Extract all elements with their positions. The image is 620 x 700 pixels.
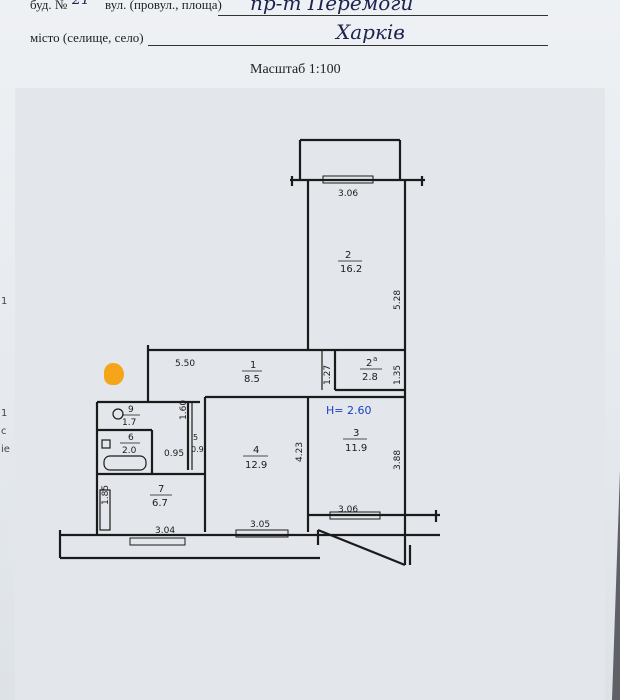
- room-area: 2.8: [362, 372, 378, 383]
- dim-bath-width: 0.95: [164, 449, 184, 459]
- room-number: 4: [253, 445, 259, 456]
- room-area: 8.5: [244, 374, 260, 385]
- dim-pantry: 1.35: [393, 365, 403, 385]
- redaction-marker: [104, 363, 124, 385]
- dim-corridor-width: 1.27: [323, 365, 333, 385]
- window-kitchen: [129, 537, 186, 546]
- room-area: 2.0: [122, 446, 137, 456]
- street-underline: [218, 15, 548, 16]
- room-number: 6: [128, 433, 134, 443]
- fixtures: [99, 350, 323, 531]
- lower-balcony-slant: [317, 528, 406, 567]
- dim-kitchen-length: 3.04: [155, 526, 175, 536]
- room-number: 3: [353, 428, 359, 439]
- labels: 3.06 5.28 5.50 1.27 1.35 1.60 0.95 4.23 …: [101, 189, 403, 536]
- room-number: 9: [128, 405, 134, 415]
- edge-mark: с: [1, 426, 7, 437]
- dim-room2-length: 5.28: [393, 290, 403, 310]
- room-number: 2: [366, 358, 372, 369]
- stove: [99, 489, 111, 531]
- edge-mark: ie: [1, 444, 10, 455]
- sink: [101, 439, 111, 449]
- city-label: місто (селище, село): [30, 30, 144, 45]
- room-area: 12.9: [245, 460, 267, 471]
- edge-mark: 1: [1, 296, 8, 307]
- room-number-suffix: а: [373, 355, 377, 363]
- room-number: 1: [250, 360, 256, 371]
- room-area: 1.7: [122, 418, 136, 428]
- windows: [129, 175, 381, 546]
- plan-area: [15, 88, 605, 700]
- walls: [58, 138, 440, 567]
- street-value: пр-т Перемоги: [250, 0, 414, 15]
- window-room2: [322, 175, 374, 184]
- window-room3: [329, 511, 381, 520]
- room-number: 5: [193, 433, 198, 442]
- room-area: 0.9: [191, 445, 204, 454]
- dim-room3-width: 3.06: [338, 505, 358, 515]
- ceiling-height-label: H= 2.60: [326, 404, 371, 417]
- dim-room3-length: 3.88: [393, 450, 403, 470]
- city-underline: [148, 45, 548, 46]
- city-value: Харків: [336, 20, 405, 44]
- dim-corridor-length: 5.50: [175, 359, 195, 369]
- window-room4: [235, 529, 289, 538]
- room-area: 16.2: [340, 264, 362, 275]
- room-area: 6.7: [152, 498, 168, 509]
- edge-mark: 1: [1, 408, 8, 419]
- street-label: вул. (провул., площа): [105, 0, 222, 12]
- room-number: 2: [345, 250, 351, 261]
- dim-wc: 1.60: [179, 400, 189, 420]
- bathtub: [103, 455, 147, 471]
- dim-room4-width: 3.05: [250, 520, 270, 530]
- dim-room2-width: 3.06: [338, 189, 358, 199]
- dim-room4-length: 4.23: [295, 442, 305, 462]
- building-number: 21: [72, 0, 90, 8]
- building-label: буд. №: [30, 0, 68, 12]
- room-area: 11.9: [345, 443, 367, 454]
- toilet-bowl: [112, 408, 124, 420]
- dim-kitchen-width: 1.85: [101, 485, 111, 505]
- room-number: 7: [158, 484, 164, 495]
- scale-label: Масштаб 1:100: [250, 62, 341, 77]
